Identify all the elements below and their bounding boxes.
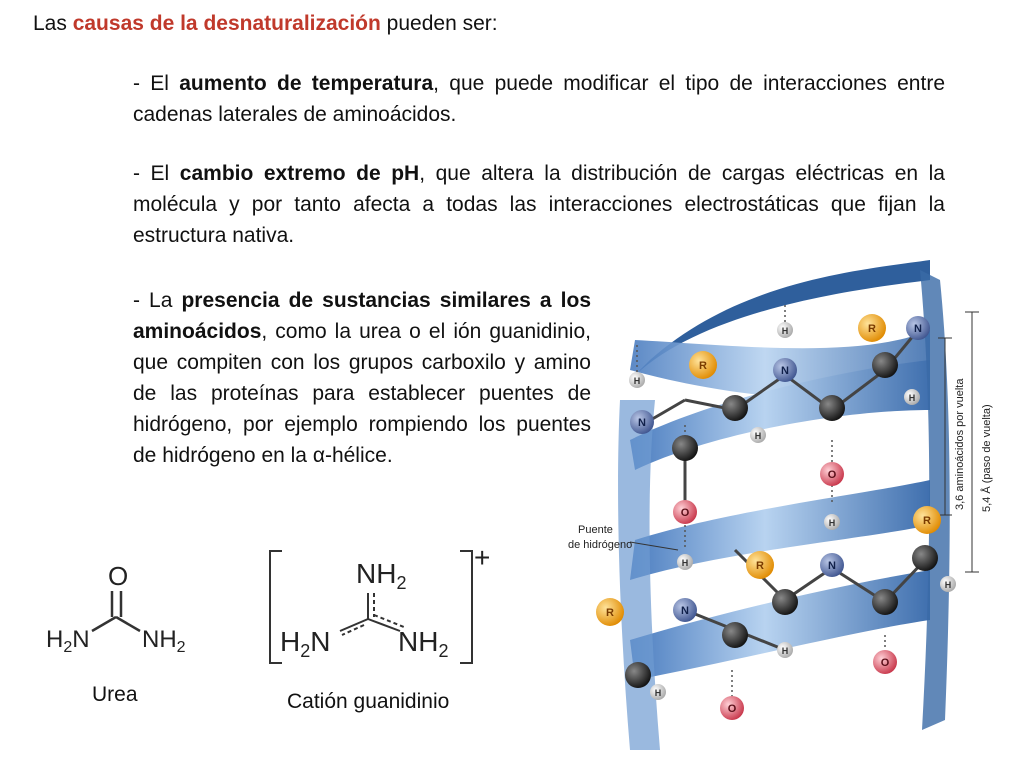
n-atom: N [820,553,844,577]
c-atom [872,352,898,378]
svg-text:N: N [638,417,646,429]
intro-line: Las causas de la desnaturalización puede… [33,8,653,39]
svg-text:H: H [782,326,789,336]
svg-text:H: H [782,646,789,656]
bullet-substances: - La presencia de sustancias similares a… [133,285,591,471]
svg-text:H: H [682,558,689,568]
c-atom [625,662,651,688]
r-atom: R [913,506,941,534]
svg-text:O: O [881,657,890,669]
o-atom: O [873,650,897,674]
bullet-bold: aumento de temperatura [179,72,434,95]
h-atom: H [629,372,645,388]
guanidinium-left: H2N [280,626,330,661]
o-atom: O [673,500,697,524]
svg-text:R: R [756,560,764,572]
bullet-bold: cambio extremo de pH [179,162,420,185]
intro-before: Las [33,12,73,35]
h-atom: H [904,389,920,405]
helix-dimensions [938,311,979,573]
svg-text:O: O [828,469,837,481]
o-atom: O [720,696,744,720]
n-atom: N [773,358,797,382]
h-atom: H [940,576,956,592]
bullet-prefix: - La [133,289,182,312]
r-atom: R [689,351,717,379]
svg-text:H: H [829,518,836,528]
svg-text:R: R [868,323,876,335]
alpha-helix-diagram: 3,6 aminoácidos por vuelta 5,4 Å (paso d… [568,260,993,750]
svg-text:H: H [755,431,762,441]
svg-text:O: O [728,703,737,715]
svg-text:H: H [909,393,916,403]
bullet-prefix: - El [133,72,180,95]
svg-text:H: H [945,580,952,590]
h-atom: H [824,514,840,530]
urea-structure: O H2N NH2 [46,561,186,656]
guanidinium-structure: + NH2 H2N NH2 [269,542,490,664]
svg-text:R: R [699,360,707,372]
bullet-rest: , que altera la distribución de cargas e… [133,162,945,247]
svg-text:N: N [828,560,836,572]
label-pitch: 5,4 Å (paso de vuelta) [980,404,993,512]
c-atom [819,395,845,421]
c-atom [912,545,938,571]
intro-after: pueden ser: [380,12,498,35]
n-atom: N [906,316,930,340]
bullet-bold: presencia de sustancias similares a los … [133,289,591,343]
c-atom [722,622,748,648]
urea-oxygen: O [108,561,128,591]
svg-text:N: N [781,365,789,377]
bullet-prefix: - El [133,162,180,185]
intro-highlight: causas de la desnaturalización [72,12,381,35]
h-atom: H [750,427,766,443]
r-atom: R [596,598,624,626]
bullet-rest: , que puede modificar el tipo de interac… [133,72,945,126]
guanidinium-caption: Catión guanidinio [287,690,450,713]
urea-right-group: NH2 [142,626,186,656]
h-atom: H [777,642,793,658]
c-atom [722,395,748,421]
c-atom [872,589,898,615]
c-atom [772,589,798,615]
c-atom [672,435,698,461]
bullet-ph: - El cambio extremo de pH, que altera la… [133,158,945,251]
svg-text:R: R [923,515,931,527]
bullet-rest: , como la urea o el ión guanidinio, que … [133,320,591,467]
guanidinium-top: NH2 [356,558,406,593]
urea-left-group: H2N [46,626,90,656]
svg-text:N: N [681,605,689,617]
h-atom: H [677,554,693,570]
svg-text:R: R [606,607,614,619]
guanidinium-right: NH2 [398,626,448,661]
h-atom: H [650,684,666,700]
guanidinium-charge: + [474,542,490,573]
r-atom: R [858,314,886,342]
o-atom: O [820,462,844,486]
helix-ribbon [618,260,950,750]
n-atom: N [630,410,654,434]
bullet-temperature: - El aumento de temperatura, que puede m… [133,68,945,130]
svg-text:H: H [634,376,641,386]
svg-text:H: H [655,688,662,698]
atoms: R R R R R N N N N N O O O O H H H H H H … [596,314,956,720]
label-turn-aa: 3,6 aminoácidos por vuelta [954,378,966,510]
svg-text:O: O [681,507,690,519]
n-atom: N [673,598,697,622]
urea-caption: Urea [92,683,138,706]
h-atom: H [777,322,793,338]
svg-text:N: N [914,323,922,335]
r-atom: R [746,551,774,579]
